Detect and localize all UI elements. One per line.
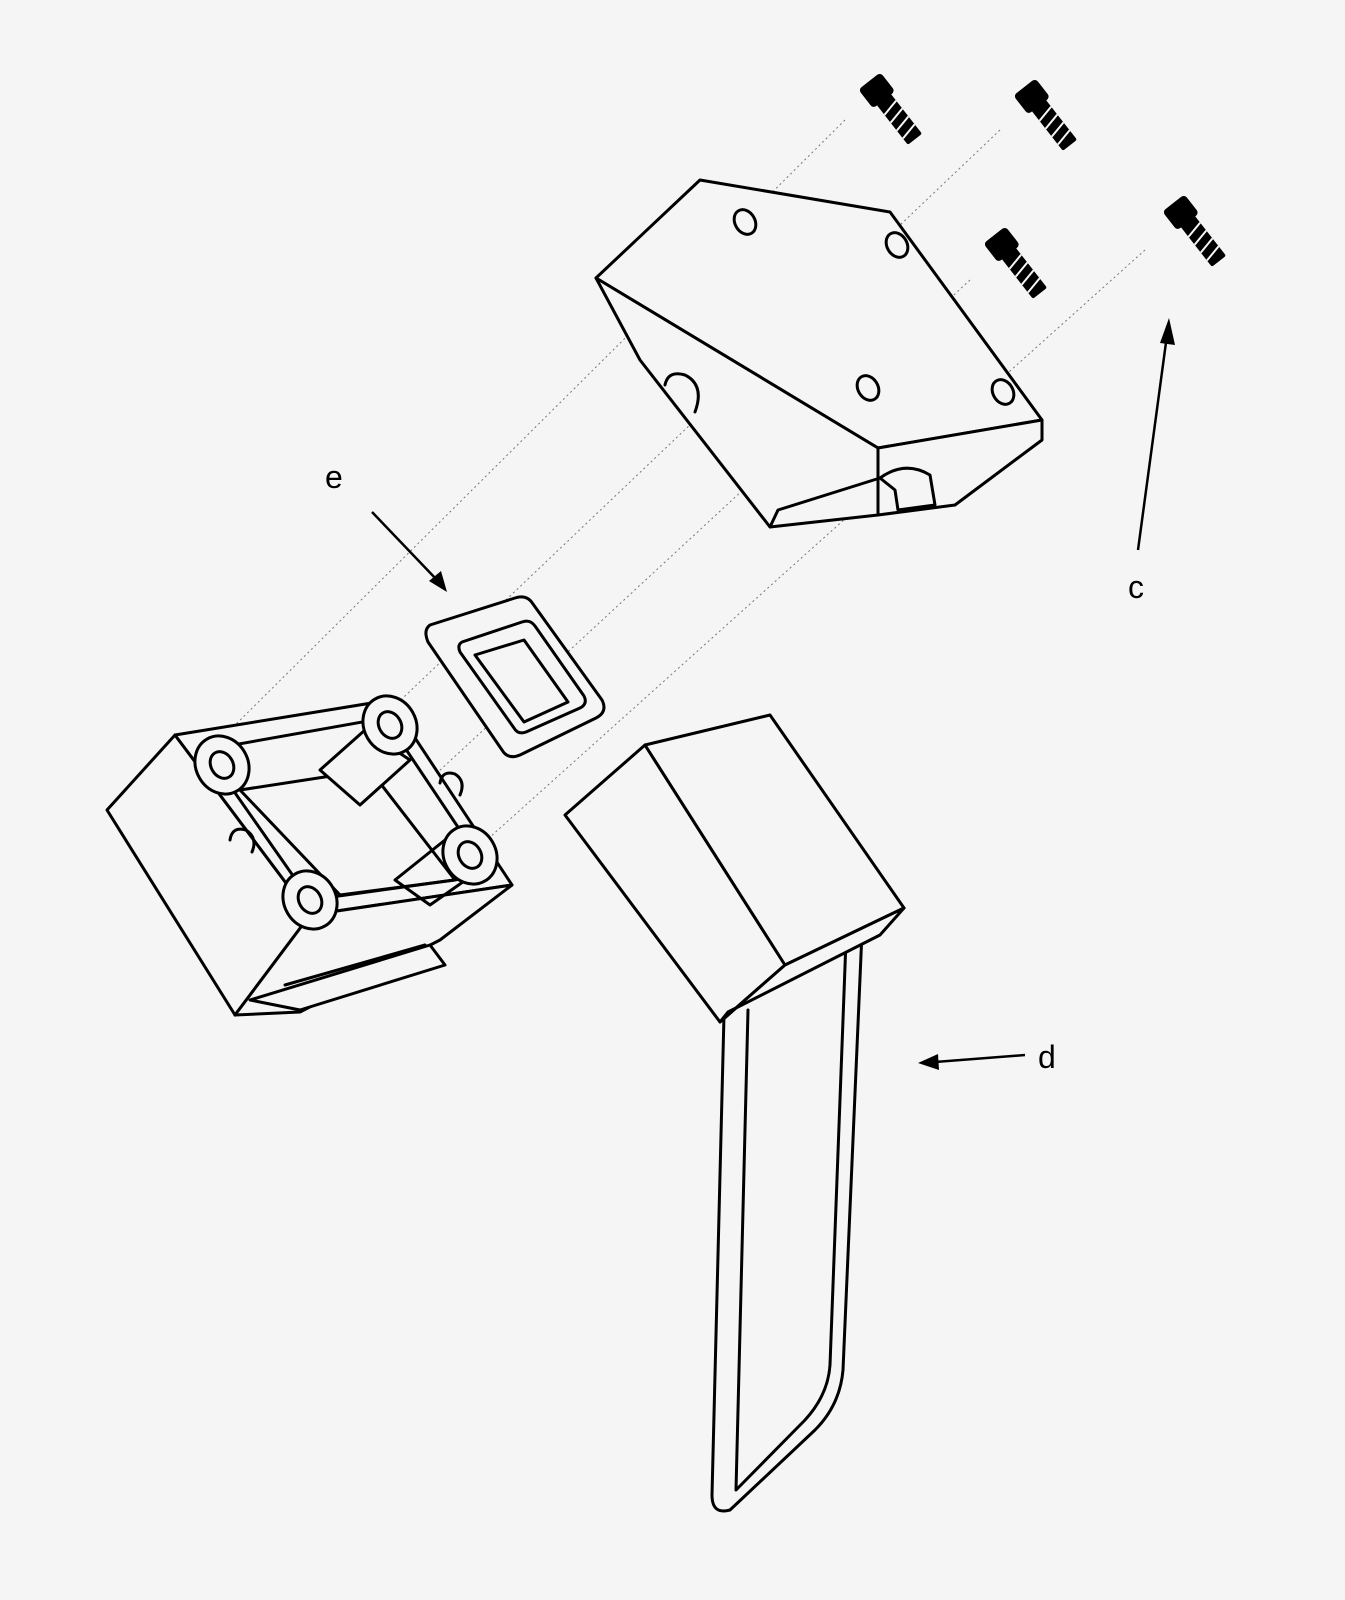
callout-arrow-e-line (371, 511, 438, 581)
screw-4 (1163, 195, 1226, 267)
top-block-hole-3 (855, 374, 881, 402)
lower-housing-block (105, 694, 514, 1017)
callout-arrow-c-head (1160, 318, 1175, 345)
gasket-inner (457, 619, 587, 735)
blade-shaft-outer (710, 906, 906, 1513)
lower-block-boss-2 (361, 694, 419, 756)
lower-block-boss-1 (193, 734, 251, 796)
callout-arrow-e-head (429, 571, 447, 592)
top-block-slot (878, 466, 937, 512)
callout-arrow-c-line (1136, 334, 1169, 551)
callout-arrow-d-line (934, 1053, 1026, 1064)
callouts (371, 318, 1175, 1070)
lower-block-boss-3-hole (296, 885, 324, 915)
top-block-front-face (594, 276, 880, 529)
top-block-notch (663, 372, 700, 414)
screw-2 (1014, 79, 1077, 151)
label-e: e (325, 459, 343, 495)
lower-block-boss-3 (281, 869, 339, 931)
blade-component (563, 713, 906, 1513)
lower-block-side-notch-2 (438, 771, 464, 797)
top-block-hole-4 (990, 378, 1016, 406)
label-d: d (1038, 1039, 1056, 1075)
top-block-hole-1 (732, 208, 758, 236)
lower-block-tab-edge (283, 943, 427, 987)
top-block-bottom-edge (768, 476, 882, 529)
lower-block-boss-2-hole (376, 710, 404, 740)
lower-block-boss-1-hole (208, 750, 236, 780)
screw-3 (984, 227, 1047, 299)
lower-block-side-notch-1 (228, 827, 256, 854)
lower-block-tab (248, 943, 447, 1012)
label-c: c (1128, 569, 1144, 605)
gasket-inner-bevel (473, 638, 570, 724)
blade-block-bottom-face (718, 906, 906, 1024)
guide-line-4 (469, 249, 1146, 856)
top-block-top-face (594, 178, 1044, 450)
top-block-right-face (876, 418, 1044, 517)
screw-1 (859, 73, 922, 145)
lower-block-boss-4 (441, 824, 499, 886)
top-block-hole-2 (884, 231, 910, 259)
callout-arrow-d-head (918, 1054, 939, 1070)
gasket-outer (424, 595, 606, 759)
blade-shaft-inner (734, 938, 848, 1492)
lower-block-boss-4-hole (456, 840, 484, 870)
gasket (424, 595, 606, 759)
screws (859, 73, 1226, 299)
top-housing-block (594, 178, 1044, 529)
